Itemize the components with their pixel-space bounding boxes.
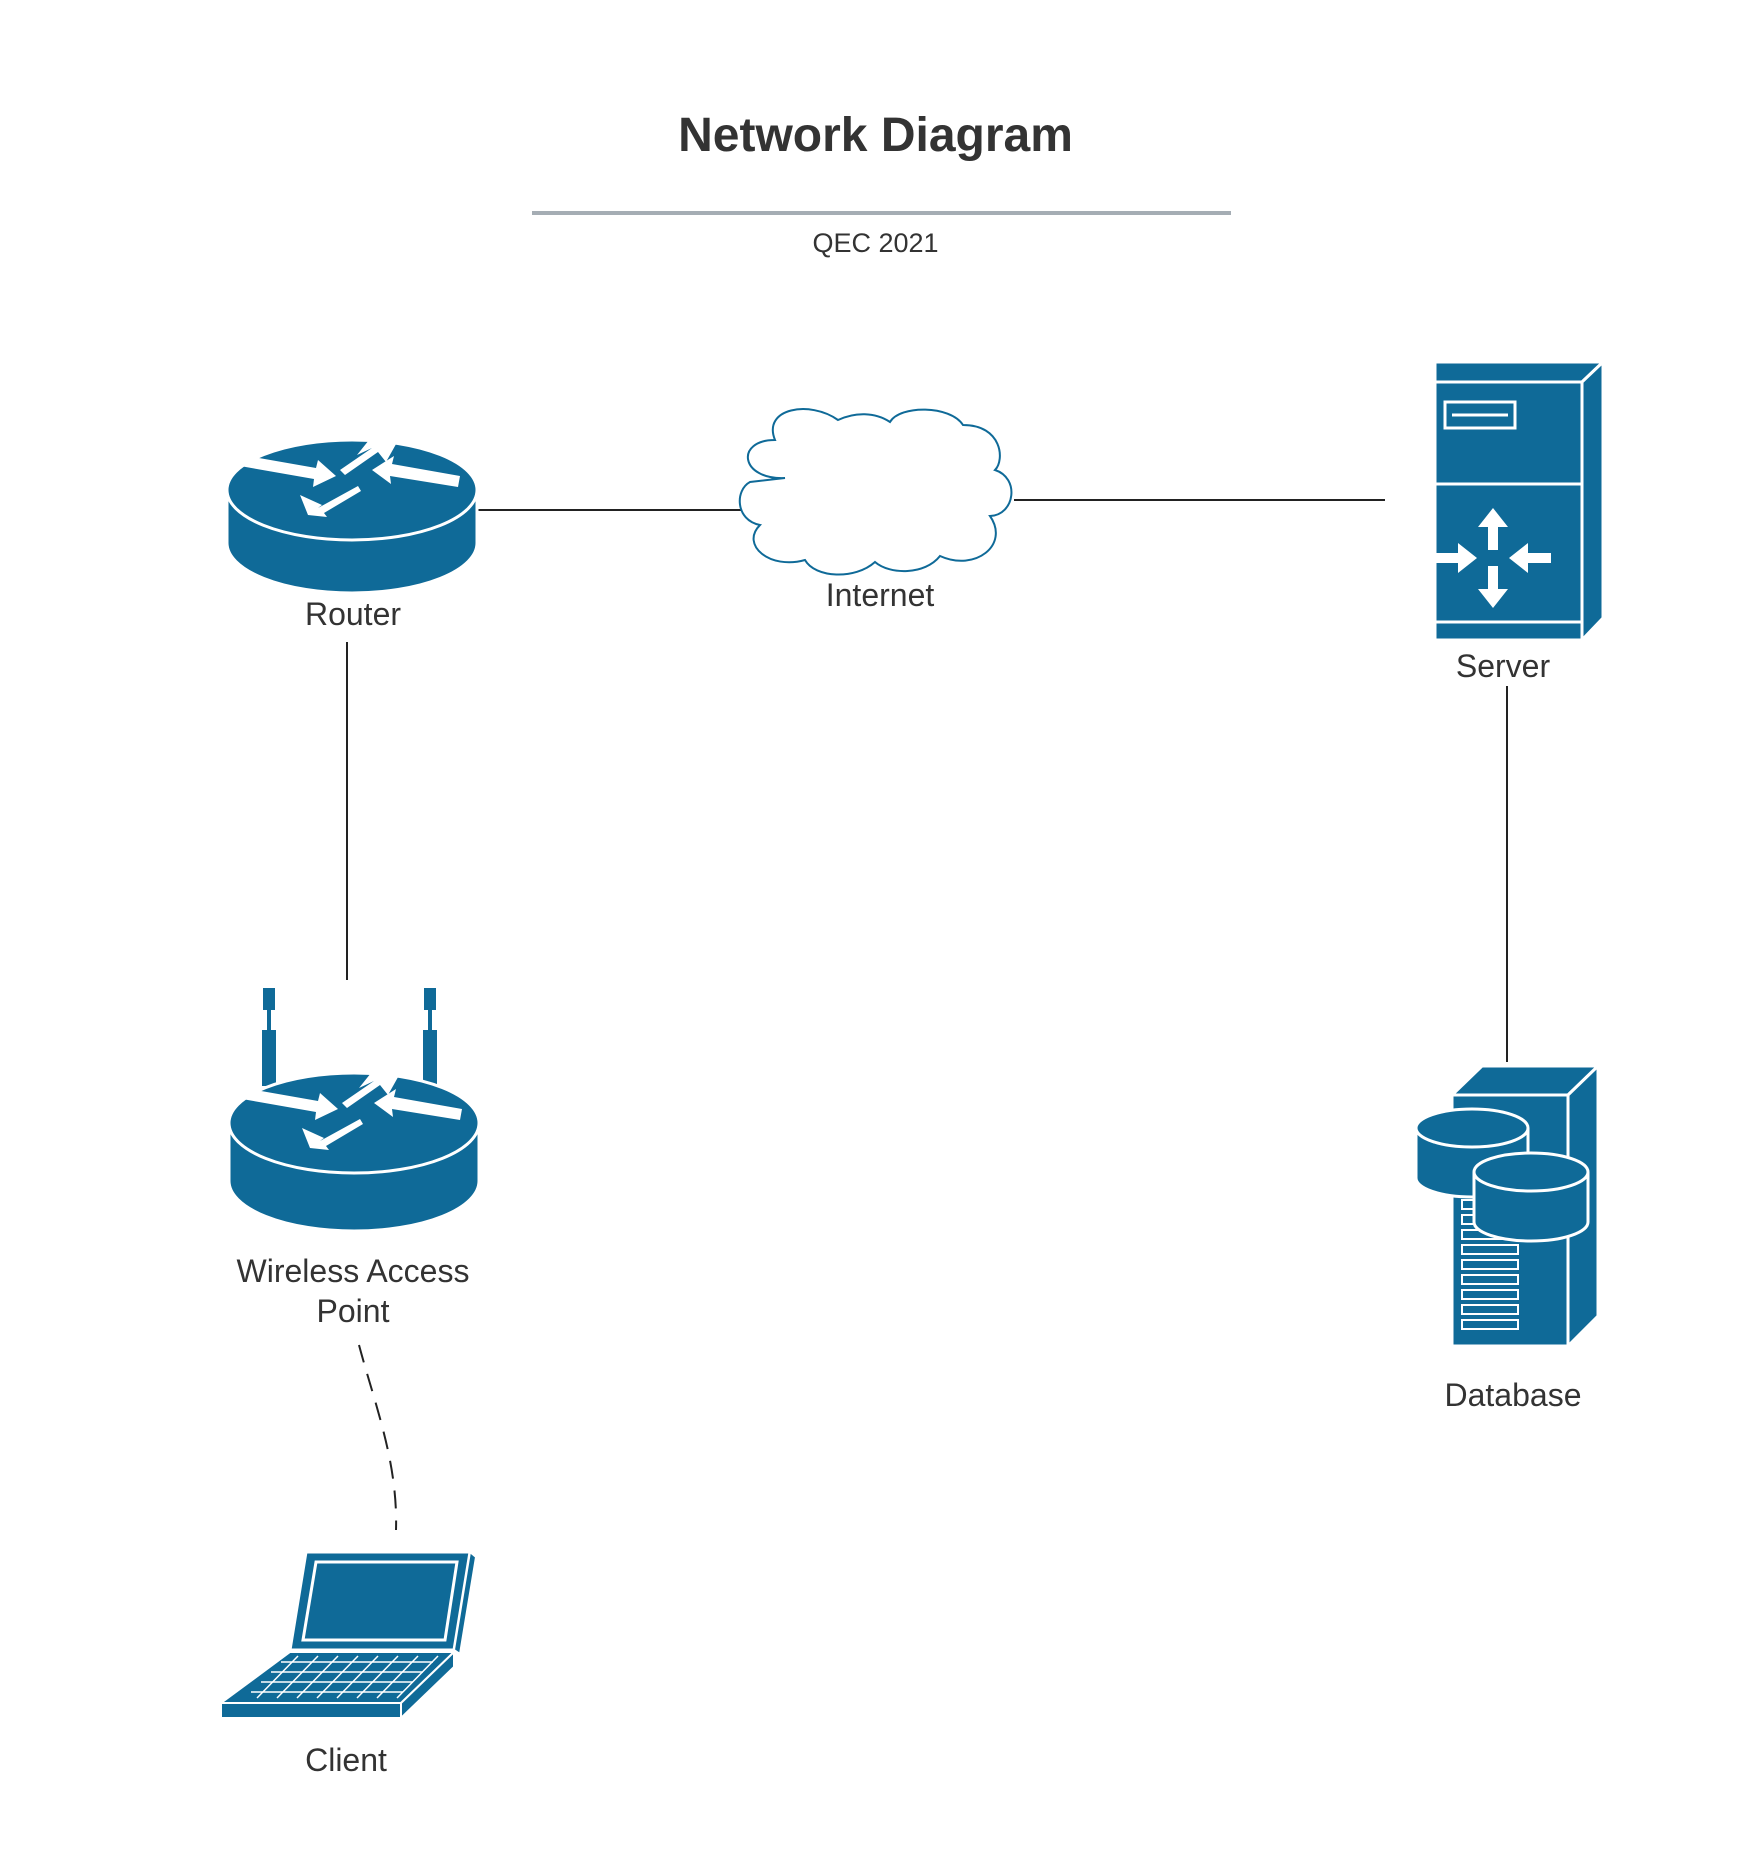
client-label: Client bbox=[305, 1742, 387, 1778]
internet-label: Internet bbox=[825, 577, 935, 613]
router-icon[interactable] bbox=[225, 437, 479, 595]
database-label: Database bbox=[1444, 1377, 1582, 1413]
connector-wap-client-wireless bbox=[358, 1344, 398, 1531]
wap-label-line1: Wireless Access bbox=[236, 1253, 470, 1289]
database-server-icon[interactable] bbox=[1414, 1062, 1602, 1350]
server-label: Server bbox=[1455, 648, 1551, 684]
laptop-icon[interactable] bbox=[217, 1550, 478, 1721]
page-subtitle: QEC 2021 bbox=[812, 228, 939, 258]
server-icon[interactable] bbox=[1433, 358, 1607, 644]
connectors bbox=[346, 499, 1508, 1531]
wap-label-line2: Point bbox=[316, 1293, 390, 1329]
router-label: Router bbox=[304, 596, 402, 632]
page-title: Network Diagram bbox=[678, 109, 1073, 162]
cloud-icon[interactable] bbox=[738, 408, 1013, 576]
wireless-access-point-icon[interactable] bbox=[227, 988, 481, 1233]
wireless-access-point-label: Wireless Access Point bbox=[203, 1251, 503, 1331]
